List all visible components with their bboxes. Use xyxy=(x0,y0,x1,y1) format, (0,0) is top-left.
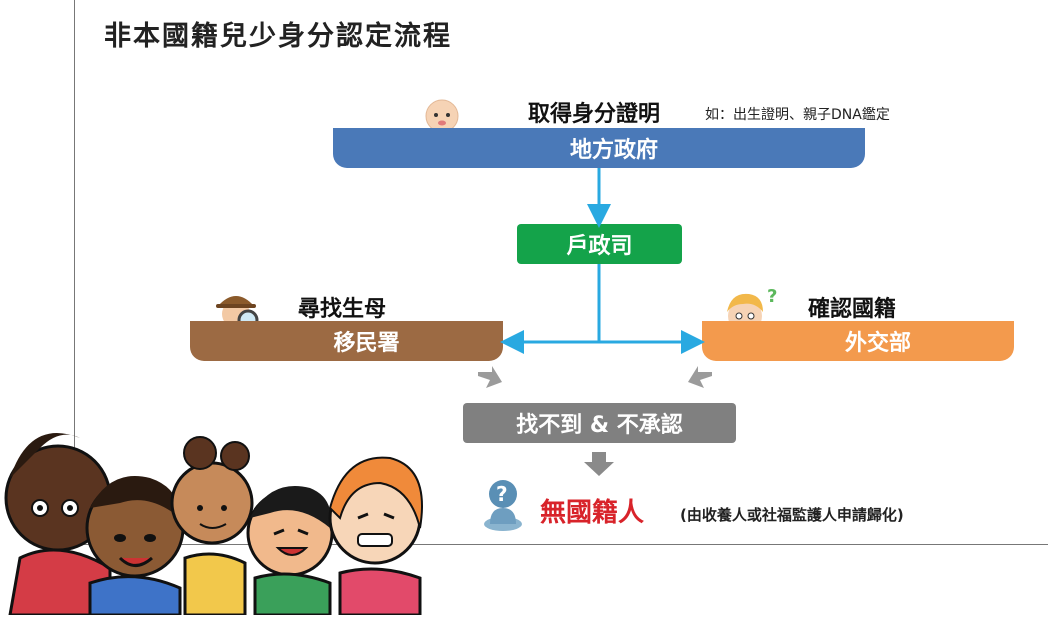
children-group-illustration xyxy=(0,408,432,619)
arrow-notfound-to-result xyxy=(584,452,614,476)
step-id-note: 如：出生證明、親子DNA鑑定 xyxy=(705,107,890,123)
household-registration-bar: 戶政司 xyxy=(517,224,682,264)
not-found-bar: 找不到 & 不承認 xyxy=(463,403,736,443)
immigration-bar: 移民署 xyxy=(190,321,503,361)
local-government-bar: 地方政府 xyxy=(333,128,865,168)
question-person-icon: ? xyxy=(480,478,526,536)
arrow-mofa-to-notfound xyxy=(688,366,712,388)
page-title: 非本國籍兒少身分認定流程 xyxy=(104,21,452,52)
result-note: (由收養人或社福監護人申請歸化) xyxy=(680,506,904,524)
mother-search-label: 尋找生母 xyxy=(298,297,387,322)
nationality-label: 確認國籍 xyxy=(808,297,897,322)
svg-text:?: ? xyxy=(767,286,777,307)
diagram-frame xyxy=(74,0,1048,545)
step-id-label: 取得身分證明 xyxy=(528,102,661,127)
svg-text:?: ? xyxy=(496,482,508,506)
result-label: 無國籍人 xyxy=(540,498,645,528)
arrow-immigration-to-notfound xyxy=(478,366,502,388)
foreign-affairs-bar: 外交部 xyxy=(702,321,1014,361)
